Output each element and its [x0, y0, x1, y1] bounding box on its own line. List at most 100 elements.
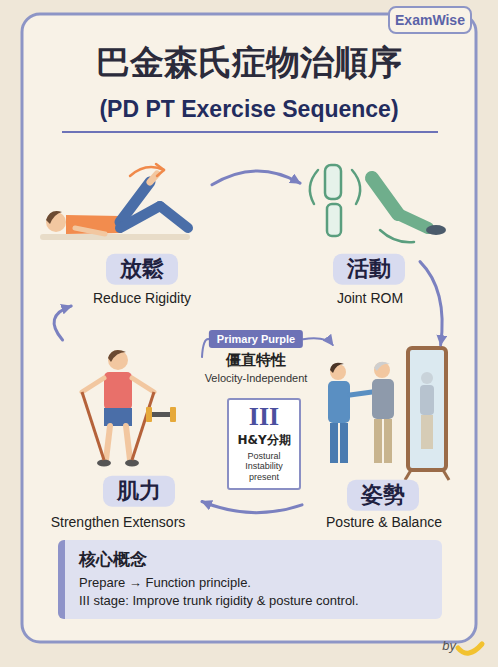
- posture-training: [340, 423, 348, 463]
- knee-joint: [310, 170, 318, 204]
- cycle-arrow: [54, 306, 71, 340]
- knee-joint: [380, 230, 414, 242]
- stage-note: Postural Instability present: [235, 451, 293, 483]
- strength-figure: [108, 350, 126, 362]
- strength-figure: [150, 412, 172, 417]
- posture-training: [330, 423, 338, 463]
- stage-group: 放鬆 Reduce Rigidity: [36, 160, 212, 306]
- stage-caption: Reduce Rigidity: [93, 290, 191, 307]
- concept-label: 僵直特性: [196, 351, 316, 369]
- knee-joint: [398, 214, 428, 228]
- posture-training: [421, 415, 433, 449]
- stage-box: III H&Y分期 Postural Instability present: [227, 398, 301, 490]
- lying-person: [40, 234, 190, 240]
- posture-training: [443, 470, 449, 480]
- strength-figure: [104, 408, 132, 426]
- posture-training: [328, 381, 350, 423]
- strength-figure: [170, 407, 176, 422]
- panel-line: III stage: Improve trunk rigidity & post…: [79, 592, 428, 610]
- posture-training: [372, 379, 394, 419]
- strength-figure: [82, 378, 104, 392]
- lying-person: [150, 174, 157, 182]
- strength-figure: [146, 407, 152, 422]
- knee-joint: [327, 204, 341, 236]
- panel-heading: 核心概念: [79, 548, 428, 570]
- lying-person: [156, 164, 164, 176]
- title: 巴金森氏症物治順序: [20, 42, 478, 83]
- posture-training: [374, 362, 390, 378]
- lying-person: [40, 164, 190, 240]
- tag-box: Primary Purple: [209, 330, 303, 348]
- stage-pill: 放鬆: [106, 254, 178, 285]
- posture-training: [408, 348, 446, 470]
- knee-joint: [372, 178, 398, 214]
- strength-figure: [97, 460, 111, 467]
- cycle-arrow: [202, 339, 209, 357]
- brand-tab: ExamWise: [388, 6, 472, 34]
- cycle-arrow: [420, 262, 442, 345]
- posture-training: [420, 385, 434, 415]
- cycle-arrow: [212, 171, 300, 185]
- lying-person: [66, 215, 122, 234]
- banana-icon: [458, 644, 482, 653]
- banana-icon: [458, 644, 482, 653]
- posture-training: [374, 419, 382, 463]
- lying-person: [160, 206, 188, 228]
- strength-figure: [132, 392, 154, 460]
- stage-group: 肌力 Strengthen Extensors: [36, 340, 202, 530]
- strength-figure: [108, 350, 128, 370]
- brand-name: ExamWise: [395, 12, 465, 28]
- stage-caption: Joint ROM: [337, 290, 403, 307]
- text-holder: Posture & Balance: [326, 514, 442, 531]
- stage-group: 姿勢 Posture & Balance: [302, 345, 456, 533]
- paper-frame: [62, 131, 438, 133]
- posture-training: [330, 363, 344, 373]
- text-holder: Joint ROM: [337, 290, 403, 307]
- text-holder: 放鬆: [106, 254, 178, 285]
- text-holder: (PD PT Exercise Sequence): [20, 96, 478, 124]
- text-holder: 巴金森氏症物治順序: [20, 42, 478, 83]
- panel-line: Prepare → Function principle.: [79, 574, 428, 592]
- stage-group: 活動 Joint ROM: [300, 158, 420, 306]
- cycle-arrow: [202, 502, 302, 513]
- tag-text: Primary Purple: [217, 332, 295, 346]
- knee-joint: [325, 165, 341, 199]
- stage-caption: Posture & Balance: [326, 514, 442, 531]
- text-holder: 姿勢: [347, 480, 419, 511]
- strength-figure: [132, 378, 154, 392]
- lying-person: [75, 228, 105, 234]
- lying-person: [46, 211, 62, 224]
- subtitle: (PD PT Exercise Sequence): [20, 96, 478, 124]
- lying-person: [46, 212, 66, 232]
- stage-name: H&Y分期: [235, 433, 293, 449]
- stage-pill: 活動: [333, 254, 405, 285]
- posture-training: [384, 419, 392, 463]
- text-holder: 活動: [333, 254, 405, 285]
- text-holder: by: [430, 638, 456, 654]
- strength-figure: [82, 392, 104, 460]
- stage-pill: 肌力: [103, 476, 175, 507]
- strength-figure: [126, 426, 130, 460]
- signature: by: [430, 638, 456, 654]
- concept-note: Velocity-Independent: [176, 372, 336, 385]
- cycle-arrow: [303, 338, 333, 345]
- strength-figure: [106, 426, 110, 460]
- knee-joint: [352, 170, 360, 204]
- strength-figure: [82, 350, 176, 467]
- text-holder: Reduce Rigidity: [93, 290, 191, 307]
- knee-joint: [310, 165, 446, 242]
- concept-panel: 核心概念 Prepare → Function principle.III sta…: [58, 540, 442, 619]
- text-holder: 僵直特性: [196, 351, 316, 369]
- posture-training: [374, 362, 390, 371]
- stage-number: III: [235, 404, 293, 430]
- strength-figure: [125, 460, 139, 467]
- posture-training: [405, 470, 411, 480]
- stage-pill: 姿勢: [347, 480, 419, 511]
- knee-joint: [426, 225, 446, 235]
- posture-training: [328, 348, 449, 480]
- posture-training: [350, 392, 372, 395]
- posture-training: [421, 372, 433, 384]
- text-holder: Strengthen Extensors: [51, 514, 186, 531]
- strength-figure: [104, 372, 132, 410]
- stage-caption: Strengthen Extensors: [51, 514, 186, 531]
